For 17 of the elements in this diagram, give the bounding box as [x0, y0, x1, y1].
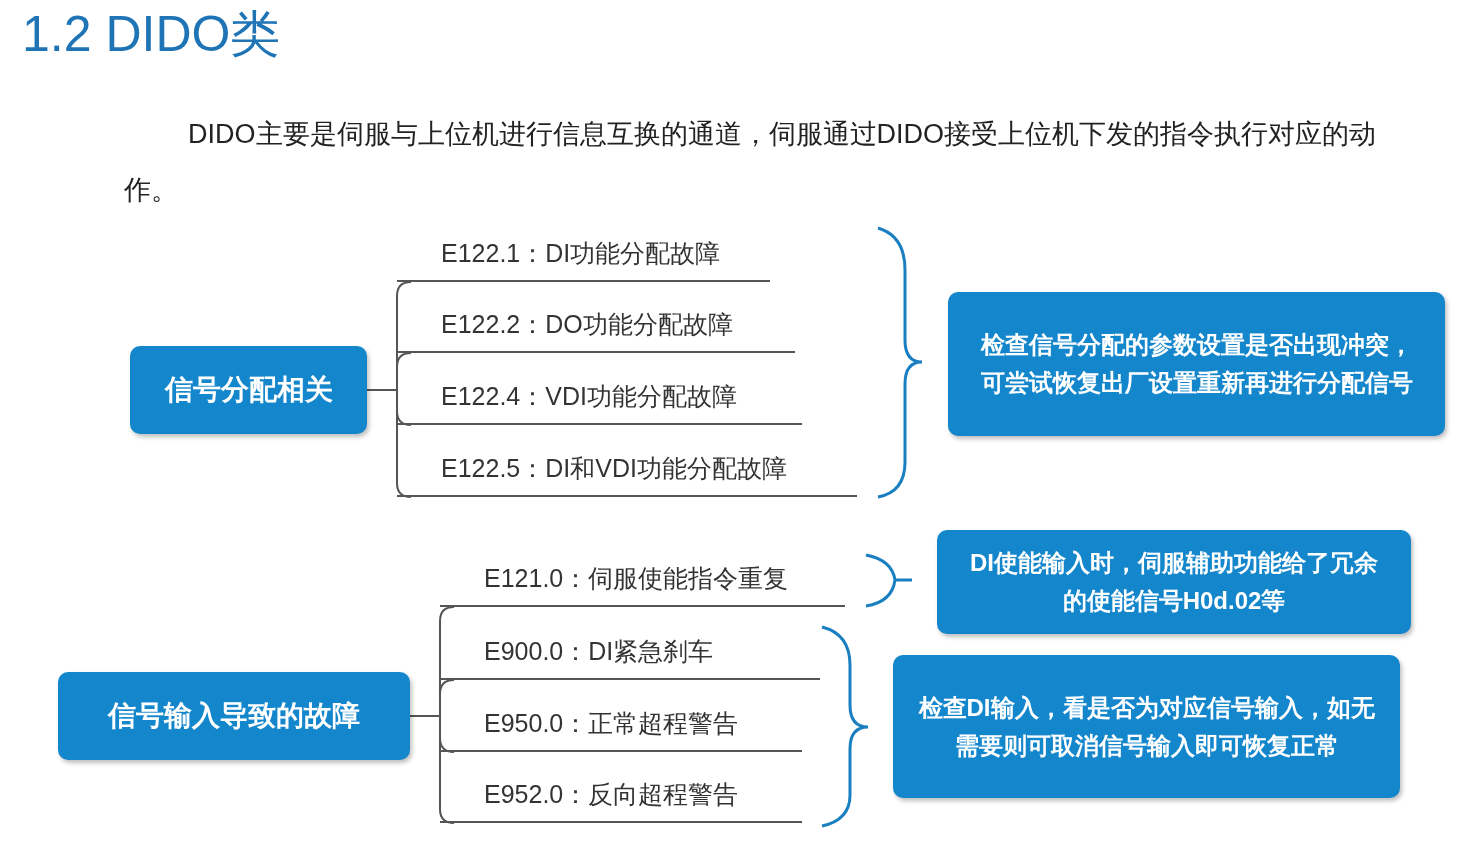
fault-item: E122.2：DO功能分配故障 [397, 299, 795, 353]
solution-box: DI使能输入时，伺服辅助功能给了冗余的使能信号H0d.02等 [937, 530, 1411, 634]
fault-item: E122.5：DI和VDI功能分配故障 [397, 443, 857, 497]
fault-item: E122.1：DI功能分配故障 [397, 228, 770, 282]
title: 1.2 DIDO类 [22, 5, 281, 64]
connector-line [366, 389, 412, 498]
fault-item: E950.0：正常超程警告 [440, 698, 802, 752]
category-box: 信号输入导致的故障 [58, 672, 410, 760]
fault-item: E952.0：反向超程警告 [440, 769, 802, 823]
solution-box: 检查信号分配的参数设置是否出现冲突，可尝试恢复出厂设置重新再进行分配信号 [948, 292, 1445, 436]
fault-item: E900.0：DI紧急刹车 [440, 626, 820, 680]
category-box: 信号分配相关 [130, 346, 367, 434]
fault-item: E122.4：VDI功能分配故障 [397, 371, 802, 425]
fault-item: E121.0：伺服使能指令重复 [440, 553, 845, 607]
solution-box: 检查DI输入，看是否为对应信号输入，如无需要则可取消信号输入即可恢复正常 [893, 655, 1400, 798]
paragraph: DIDO主要是伺服与上位机进行信息互换的通道，伺服通过DIDO接受上位机下发的指令执行对应的动作。 [124, 118, 1377, 207]
connector-line [409, 715, 455, 824]
